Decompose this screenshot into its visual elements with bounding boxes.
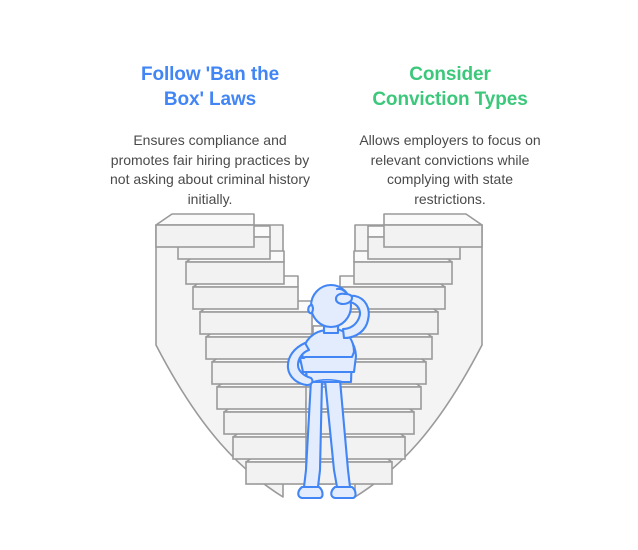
person-sweater	[299, 330, 327, 360]
right-step-8	[305, 375, 422, 410]
heading-ban-the-box-line-1: Follow 'Ban the	[140, 64, 280, 85]
person-figure	[286, 283, 370, 500]
person-leg-left	[302, 378, 324, 489]
left-step-11	[245, 450, 333, 485]
person-shoe-right	[330, 485, 357, 500]
body-conviction-types: Allows employers to focus on relevant co…	[359, 132, 541, 207]
left-step-8	[216, 375, 333, 410]
right-step-7	[305, 350, 427, 385]
person-trousers-top	[303, 353, 354, 384]
left-step-4	[192, 275, 299, 310]
person-neck	[322, 318, 340, 335]
right-staircase	[305, 213, 483, 498]
right-step-2	[367, 225, 461, 260]
left-staircase	[155, 213, 333, 498]
person-arm-left-on-hip	[286, 341, 314, 387]
right-step-6	[312, 325, 433, 360]
left-step-6	[205, 325, 326, 360]
person-shoe-left	[297, 485, 324, 500]
left-step-10	[232, 425, 333, 460]
right-step-9	[305, 400, 415, 435]
person-arm-right-scratching-head	[341, 294, 370, 340]
right-staircase-side-wall	[354, 224, 483, 498]
heading-conviction-types-line-2: Conviction Types	[372, 89, 528, 110]
right-step-11	[305, 450, 393, 485]
right-step-5	[325, 300, 439, 335]
right-step-3	[353, 250, 453, 285]
body-ban-the-box: Ensures compliance and promotes fair hir…	[110, 132, 310, 207]
person-hair-tuft	[335, 287, 350, 299]
person-torso	[299, 333, 357, 374]
right-step-4	[339, 275, 446, 310]
person-leg-right	[323, 378, 352, 489]
person-hand-on-head	[334, 292, 354, 306]
heading-ban-the-box-line-2: Box' Laws	[163, 89, 257, 110]
left-step-7	[211, 350, 333, 385]
person-sweater-body	[300, 327, 356, 360]
heading-conviction-types-line-1: Consider	[409, 64, 491, 85]
left-step-2	[177, 225, 271, 260]
person-head	[309, 283, 353, 329]
person-torso-upper	[298, 332, 358, 374]
left-staircase-side-wall	[155, 224, 284, 498]
person-ear	[307, 303, 315, 315]
right-step-1	[383, 213, 483, 248]
left-step-5	[199, 300, 313, 335]
right-step-10	[305, 425, 406, 460]
left-step-3	[185, 250, 285, 285]
person-trouser-crease	[312, 378, 344, 383]
left-step-9	[223, 400, 333, 435]
left-step-1	[155, 213, 255, 248]
